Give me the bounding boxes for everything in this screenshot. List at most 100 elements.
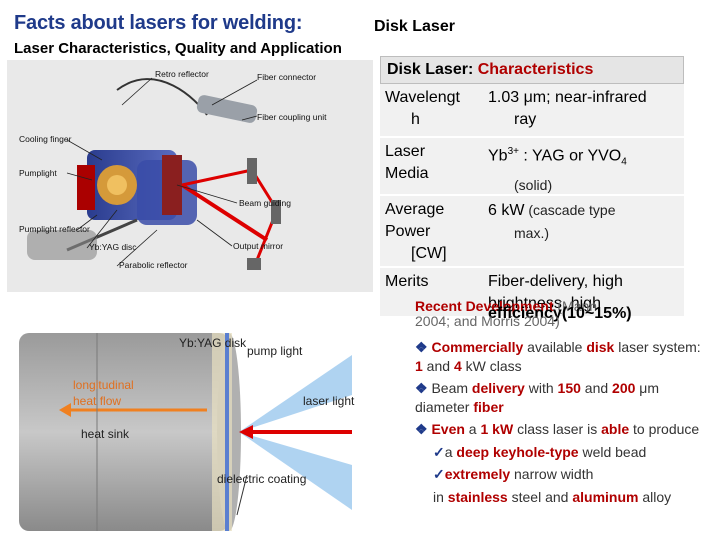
note-subitem: in stainless steel and aluminum alloy — [415, 488, 705, 507]
note-em: Even — [431, 421, 465, 437]
recent-label: Recent Development — [415, 298, 554, 314]
note-text: alloy — [638, 488, 672, 505]
slide-subtitle: Laser Characteristics, Quality and Appli… — [14, 40, 342, 57]
note-text: and — [580, 380, 613, 396]
checkmark-icon: ✓ — [433, 443, 445, 460]
row-value-cont: max.) — [514, 225, 549, 241]
note-item: ❖ Beam delivery with 150 and 200 μm diam… — [415, 379, 705, 416]
note-text: laser system: — [614, 339, 701, 355]
row-value-b: : YAG or YVO — [518, 147, 622, 165]
diamond-bullet-icon: ❖ — [415, 380, 432, 396]
note-em: deep keyhole-type — [456, 443, 579, 460]
table-header: Disk Laser: Characteristics — [380, 56, 684, 84]
label-heat-flow: heat flow — [73, 394, 121, 408]
disk-laser-schematic: Retro reflector Fiber connector Fiber co… — [7, 60, 373, 292]
note-em: disk — [586, 339, 615, 355]
checkmark-icon: ✓ — [433, 466, 445, 482]
diamond-bullet-icon: ❖ — [415, 421, 432, 437]
note-text: class laser is — [513, 421, 602, 437]
efficiency-text: efficiency(10~15%) — [488, 305, 632, 322]
disk-cross-section: Yb:YAG disk pump light longitudinal heat… — [7, 325, 362, 535]
row-key-cont: h — [411, 111, 420, 128]
note-subitem: ✓a deep keyhole-type weld bead — [415, 443, 705, 462]
row-value-a: 6 kW — [488, 202, 525, 219]
note-em: stainless — [447, 488, 508, 505]
label-pumplight: Pumplight — [19, 168, 57, 178]
label-parabolic-reflector: Parabolic reflector — [119, 260, 188, 270]
table-row: Average Power [CW] 6 kW (cascade type ma… — [380, 196, 684, 268]
note-text: steel and — [507, 488, 573, 505]
note-em: 1 — [415, 357, 423, 374]
recent-cite-cont: 2004; and Morris 2004) — [415, 313, 560, 329]
note-text: narrow width — [510, 466, 594, 482]
note-text: a — [444, 443, 457, 460]
label-yb-yag-disk: Yb:YAG disk — [179, 336, 247, 350]
note-em: 200 — [612, 380, 636, 396]
label-cooling-finger: Cooling finger — [19, 134, 72, 144]
label-fiber-connector: Fiber connector — [257, 72, 316, 82]
row-key-cont: Media — [385, 165, 429, 182]
row-key: Wavelengt — [385, 89, 460, 106]
note-item: ❖ Even a 1 kW class laser is able to pro… — [415, 420, 705, 439]
note-text: available — [523, 339, 587, 355]
note-text: with — [524, 380, 558, 396]
slide-title-suffix: Disk Laser — [374, 18, 455, 35]
row-key: Laser — [385, 143, 426, 160]
label-output-mirror: Output mirror — [233, 241, 283, 251]
row-key: Merits — [385, 273, 429, 290]
note-em: Commercially — [431, 339, 524, 355]
row-key-cont2: [CW] — [411, 245, 447, 262]
row-value-cont: (solid) — [514, 176, 553, 193]
note-em: fiber — [473, 398, 504, 415]
note-em: aluminum — [572, 488, 639, 505]
slide-title: Facts about lasers for welding: — [14, 12, 303, 34]
note-text: μm diameter — [415, 380, 660, 415]
table-header-highlight: Characteristics — [477, 61, 594, 78]
note-em: 150 — [557, 380, 581, 396]
schematic-drawing: Retro reflector Fiber connector Fiber co… — [19, 69, 327, 270]
label-pumplight-reflector: Pumplight reflector — [19, 224, 90, 234]
note-text: kW class — [461, 357, 522, 374]
row-value-sup: 3+ — [507, 146, 519, 157]
note-em: able — [601, 421, 630, 437]
note-em: extremely — [444, 466, 511, 482]
note-em: 4 — [453, 357, 462, 374]
row-value: 1.03 μm; near-infrared — [488, 89, 647, 106]
row-value-cont: ray — [514, 111, 537, 128]
label-dielectric-coating: dielectric coating — [217, 472, 306, 486]
row-value: Fiber-delivery, high — [488, 273, 623, 290]
cross-section-drawing: Yb:YAG disk pump light longitudinal heat… — [19, 333, 355, 531]
note-subitem: ✓extremely narrow width — [415, 465, 705, 484]
label-pump-light: pump light — [247, 344, 303, 358]
label-beam-guiding: Beam guiding — [239, 198, 291, 208]
notes-list: ❖ Commercially available disk laser syst… — [415, 338, 705, 506]
table-row: Laser Media Yb3+ : YAG or YVO4 (solid) — [380, 138, 684, 196]
note-text: a — [464, 421, 481, 437]
note-text: in — [433, 488, 448, 505]
label-disc: Yb:YAG disc — [89, 242, 137, 252]
note-item: ❖ Commercially available disk laser syst… — [415, 338, 705, 375]
recent-development-label: Recent Development (Mann — [415, 298, 597, 314]
row-value-b: (cascade type — [524, 202, 616, 218]
row-key: Average — [385, 201, 445, 218]
row-value-cont: brightness, high — [488, 295, 601, 312]
diamond-bullet-icon: ❖ — [415, 339, 432, 355]
note-em: 1 kW — [480, 421, 514, 437]
note-em: delivery — [471, 380, 525, 396]
table-header-prefix: Disk Laser: — [387, 61, 478, 78]
label-retro-reflector: Retro reflector — [155, 69, 209, 79]
note-text: and — [422, 357, 454, 374]
note-text: Beam — [431, 380, 472, 396]
note-text: to produce — [629, 421, 700, 437]
row-value-sub: 4 — [621, 156, 627, 168]
table-row: Wavelengt h 1.03 μm; near-infrared ray — [380, 84, 684, 138]
label-fiber-coupling-unit: Fiber coupling unit — [257, 112, 327, 122]
row-key-cont: Power — [385, 223, 431, 240]
table-row: Merits Fiber-delivery, high brightness, … — [380, 268, 684, 318]
characteristics-table: Disk Laser: Characteristics Wavelengt h … — [380, 56, 684, 318]
label-laser-light: laser light — [303, 394, 355, 408]
row-value-a: Yb — [488, 147, 508, 165]
label-heat-sink: heat sink — [81, 427, 130, 441]
recent-cite: (Mann — [553, 298, 598, 314]
note-text: weld bead — [578, 443, 647, 460]
